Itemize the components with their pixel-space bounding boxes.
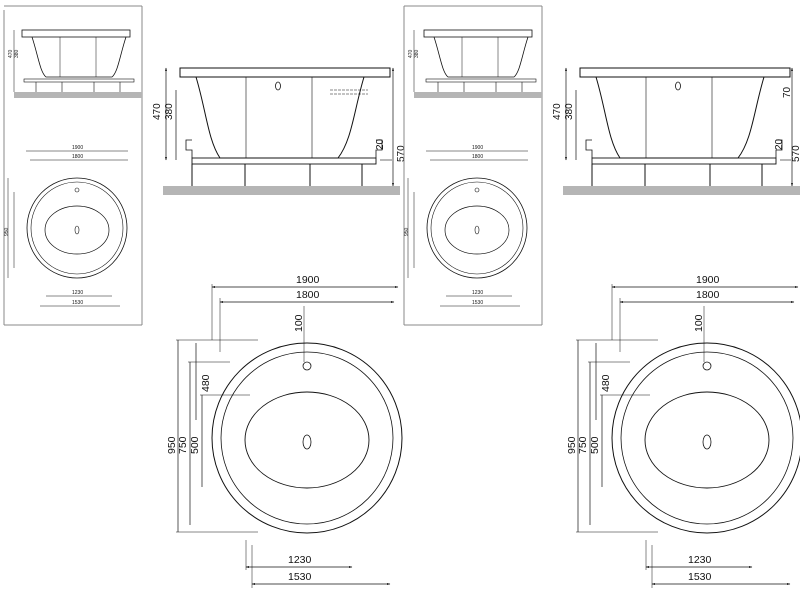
side-b-label-570: 570 xyxy=(791,145,800,162)
left-bracket xyxy=(185,139,193,158)
basin xyxy=(244,391,370,489)
top-label-1900: 1900 xyxy=(296,274,320,286)
side-view-b: 470 380 70 20 570 xyxy=(552,67,800,195)
side-label-20: 20 xyxy=(375,138,386,150)
top-label-1230: 1230 xyxy=(288,554,312,566)
thumb-overflow xyxy=(74,187,80,193)
thumb-top-b-label-1800: 1800 xyxy=(472,154,483,160)
inner-rim-circle xyxy=(220,351,394,525)
legs xyxy=(191,164,363,186)
thumb-top-label-1900: 1900 xyxy=(72,145,83,151)
top-b-label-750: 750 xyxy=(577,436,589,454)
thumb-top-b-label-950: 950 xyxy=(404,227,410,236)
panel-a: 470 380 1900 1800 950 1230 1530 xyxy=(3,5,407,588)
thumb-rim xyxy=(21,29,131,38)
thumb-top-b-label-1530: 1530 xyxy=(472,300,483,306)
floor xyxy=(163,186,400,195)
thumb-top-label-950: 950 xyxy=(4,227,10,236)
side-view: 470 380 20 570 xyxy=(152,67,407,195)
thumb-top-label-1230: 1230 xyxy=(72,290,83,296)
thumb-top-view-b: 1900 1800 950 1230 1530 xyxy=(404,145,528,307)
side-b-label-70: 70 xyxy=(782,86,793,98)
top-label-950: 950 xyxy=(166,436,178,454)
side-b-label-380: 380 xyxy=(564,103,575,120)
top-label-480: 480 xyxy=(200,374,212,392)
thumb-basin xyxy=(44,205,110,255)
thumb-side-view-b: 470 380 xyxy=(408,29,542,98)
overflow xyxy=(302,361,312,371)
drain xyxy=(302,434,312,450)
thumb-top-view: 1900 1800 950 1230 1530 xyxy=(4,145,128,307)
side-label-470: 470 xyxy=(152,103,163,120)
right-bracket xyxy=(375,139,383,158)
top-b-label-1900: 1900 xyxy=(696,274,720,286)
thumb-inner-circle xyxy=(30,181,124,275)
thumb-top-label-1800: 1800 xyxy=(72,154,83,160)
thumb-top-label-1530: 1530 xyxy=(72,300,83,306)
panel-b: 470 380 1900 1800 950 1230 1530 xyxy=(403,5,800,588)
top-b-label-500: 500 xyxy=(589,436,601,454)
side-b-label-20: 20 xyxy=(774,138,785,150)
thumb-top-b-label-1900: 1900 xyxy=(472,145,483,151)
top-b-label-480: 480 xyxy=(600,374,612,392)
top-label-1800: 1800 xyxy=(296,289,320,301)
side-label-380: 380 xyxy=(164,103,175,120)
top-label-100: 100 xyxy=(293,314,305,332)
top-label-1530: 1530 xyxy=(288,571,312,583)
thumb-side-b-label-470: 470 xyxy=(408,49,414,58)
tub-rim xyxy=(179,67,391,78)
top-b-label-1530: 1530 xyxy=(688,571,712,583)
thumb-side-label-380: 380 xyxy=(14,49,20,58)
top-b-label-1800: 1800 xyxy=(696,289,720,301)
top-b-label-1230: 1230 xyxy=(688,554,712,566)
side-label-570: 570 xyxy=(396,145,407,162)
thumb-side-b-label-380: 380 xyxy=(414,49,420,58)
support-frame xyxy=(191,157,377,165)
thumb-floor xyxy=(14,92,142,98)
top-view: 1900 1800 100 480 950 750 500 1230 1530 xyxy=(166,274,403,588)
outer-rim-circle xyxy=(211,342,403,534)
thumb-side-view: 470 380 xyxy=(8,29,142,98)
overflow-outlet xyxy=(275,81,281,91)
top-view-b: 1900 1800 100 480 950 750 500 1230 1530 xyxy=(566,274,800,588)
thumb-tub-body xyxy=(31,36,127,78)
thumb-outer-circle xyxy=(26,177,128,279)
side-b-label-470: 470 xyxy=(552,103,563,120)
thumb-side-label-470: 470 xyxy=(8,49,14,58)
top-b-label-950: 950 xyxy=(566,436,578,454)
thumb-top-b-label-1230: 1230 xyxy=(472,290,483,296)
top-b-label-100: 100 xyxy=(693,314,705,332)
top-label-750: 750 xyxy=(177,436,189,454)
top-label-500: 500 xyxy=(189,436,201,454)
thumb-base xyxy=(23,78,135,83)
thumb-drain xyxy=(74,225,80,235)
